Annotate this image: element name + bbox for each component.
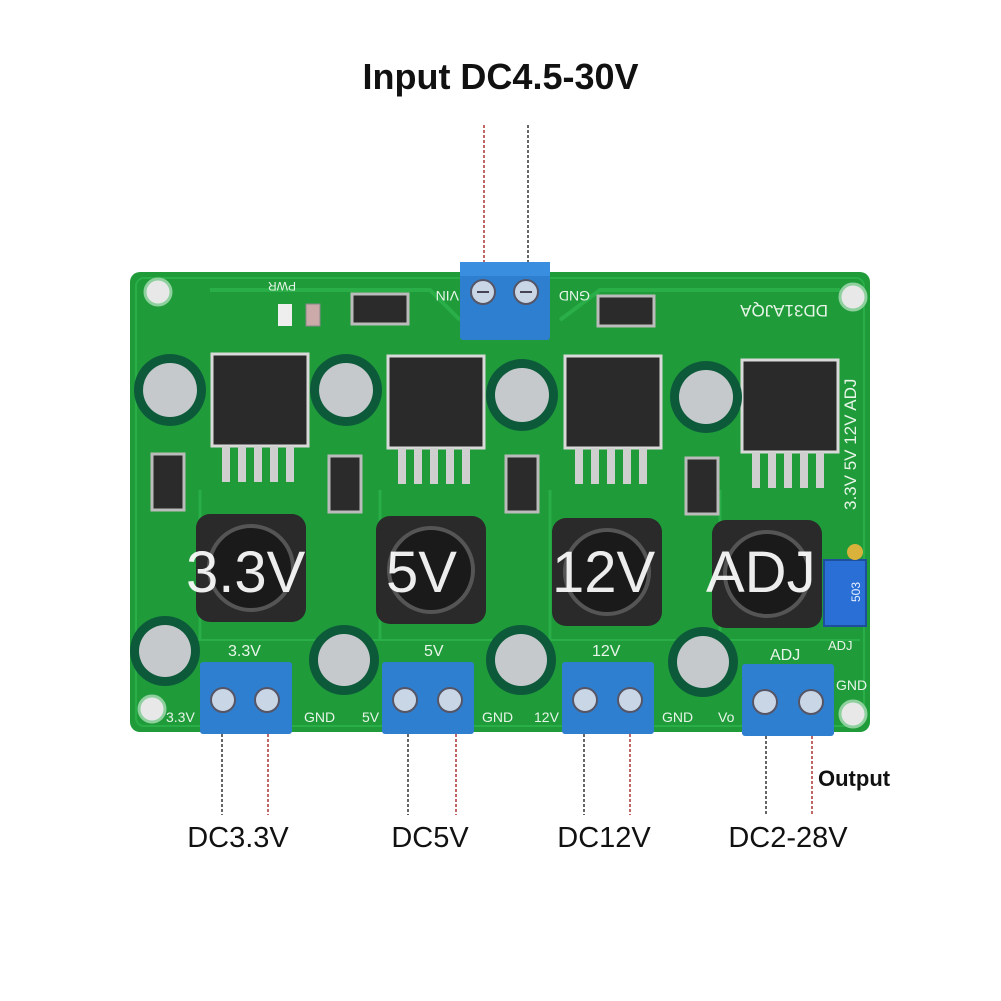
silk-bottom-label: GND (482, 709, 513, 725)
silk-bottom-label: GND (836, 677, 867, 693)
output-note: Output (818, 766, 891, 791)
inductor (712, 520, 822, 628)
mounting-hole (838, 699, 868, 729)
regulator-ic (210, 352, 310, 482)
silk-bottom-label: 12V (534, 709, 560, 725)
silk-model: DD31AJQA (739, 301, 828, 320)
output-label-3v3: DC3.3V (187, 822, 289, 854)
inductor (376, 516, 486, 624)
regulator-ic (740, 358, 840, 488)
output-terminal-block (200, 662, 292, 734)
silk-channel-label: 12V (592, 643, 621, 660)
capacitor (670, 361, 742, 433)
silk-bottom-label: 3.3V (166, 709, 195, 725)
regulator-ic (386, 354, 486, 484)
silk-pwr: PWR (268, 279, 296, 293)
capacitor (310, 354, 382, 426)
silk-vin: VIN (436, 288, 459, 304)
output-label-12v: DC12V (557, 822, 651, 854)
pot-value: 503 (849, 582, 863, 602)
inductor-overlay-label: 12V (552, 540, 656, 605)
input-title: Input DC4.5-30V (362, 56, 639, 97)
output-terminal-block (382, 662, 474, 734)
output-terminal-block (742, 664, 834, 736)
capacitor (130, 616, 200, 686)
silk-bottom-label: Vo (718, 709, 735, 725)
inductor-overlay-label: ADJ (706, 540, 816, 605)
silk-channel-label: 5V (424, 643, 444, 660)
output-label-5v: DC5V (391, 822, 469, 854)
silk-bottom-label: GND (662, 709, 693, 725)
capacitor (486, 359, 558, 431)
mounting-hole (838, 282, 868, 312)
silk-channel-label: 3.3V (228, 643, 261, 660)
silk-voltage-stack: 3.3V 5V 12V ADJ (841, 379, 860, 510)
silk-channel-label: ADJ (770, 647, 800, 664)
silk-gnd-input: GND (559, 288, 590, 304)
output-terminal-block (562, 662, 654, 734)
inductor (552, 518, 662, 626)
capacitor (309, 625, 379, 695)
capacitor (486, 625, 556, 695)
silk-pot-label: ADJ (828, 638, 853, 653)
inductor (196, 514, 306, 622)
capacitor (134, 354, 206, 426)
output-label-adj: DC2-28V (728, 822, 848, 854)
silk-bottom-label: GND (304, 709, 335, 725)
inductor-overlay-label: 5V (386, 540, 457, 605)
inductor-overlay-label: 3.3V (186, 540, 306, 605)
silk-bottom-label: 5V (362, 709, 380, 725)
regulator-ic (563, 354, 663, 484)
mounting-hole (137, 694, 167, 724)
mounting-hole (143, 277, 173, 307)
capacitor (668, 627, 738, 697)
potentiometer (823, 559, 867, 627)
